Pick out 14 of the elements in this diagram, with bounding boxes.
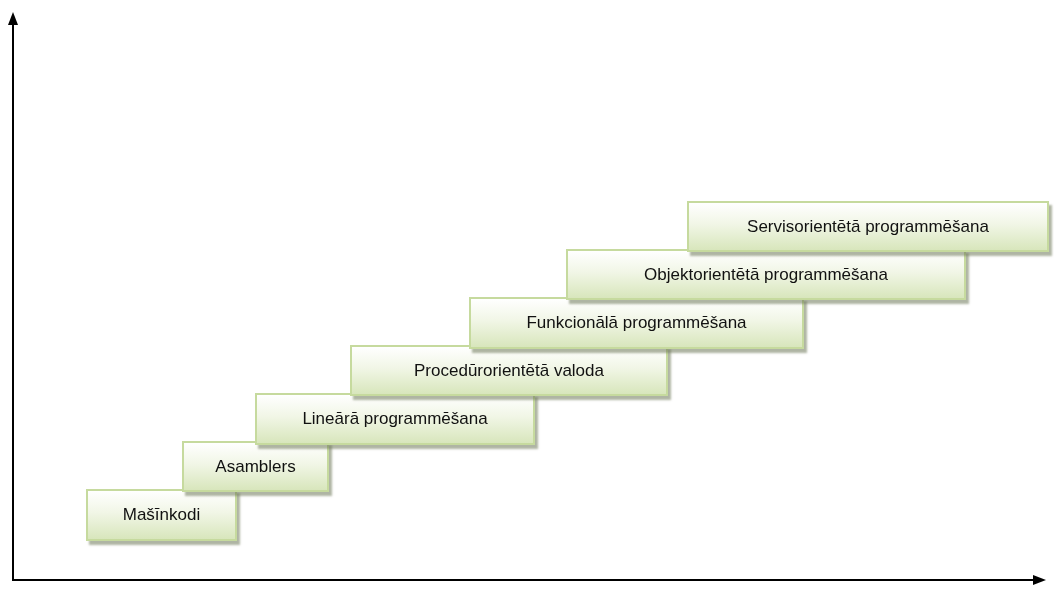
step-box [566,249,966,300]
step-box [469,297,804,349]
step-label: Asamblers [215,456,296,477]
step-label: Procedūrorientētā valoda [414,360,604,381]
step-label: Lineārā programmēšana [302,409,488,429]
step-box [350,345,668,396]
step-box [182,441,329,492]
step-label: Mašīnkodi [122,505,201,525]
step-label: Servisorientētā programmēšana [747,216,989,237]
step-box [687,201,1049,252]
step-label: Objektorientētā programmēšana [644,264,888,285]
step-box [86,489,237,541]
step-label: Funkcionālā programmēšana [526,313,747,333]
step-box [255,393,535,445]
